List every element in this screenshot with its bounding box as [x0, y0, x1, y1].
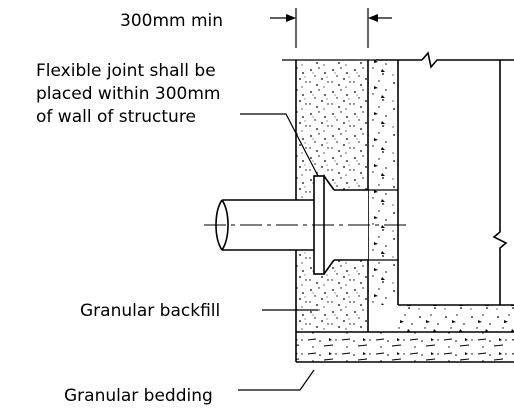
joint-note-line-2: placed within 300mm — [36, 84, 220, 104]
break-line-top — [421, 51, 514, 69]
joint-leader-line — [240, 113, 319, 177]
pipe — [215, 199, 314, 251]
joint-note-line-3: of wall of structure — [36, 107, 196, 127]
structure-wall — [368, 60, 398, 305]
dimension-label: 300mm min — [120, 11, 223, 31]
dimension-marker — [270, 8, 392, 48]
structure-floor-slab — [398, 305, 514, 332]
granular-bedding-area — [296, 332, 514, 362]
bedding-leader-line — [238, 369, 315, 391]
bedding-label: Granular bedding — [64, 386, 213, 406]
joint-note-line-1: Flexible joint shall be — [36, 61, 216, 81]
break-line-right — [492, 60, 508, 305]
backfill-label: Granular backfill — [80, 301, 220, 321]
